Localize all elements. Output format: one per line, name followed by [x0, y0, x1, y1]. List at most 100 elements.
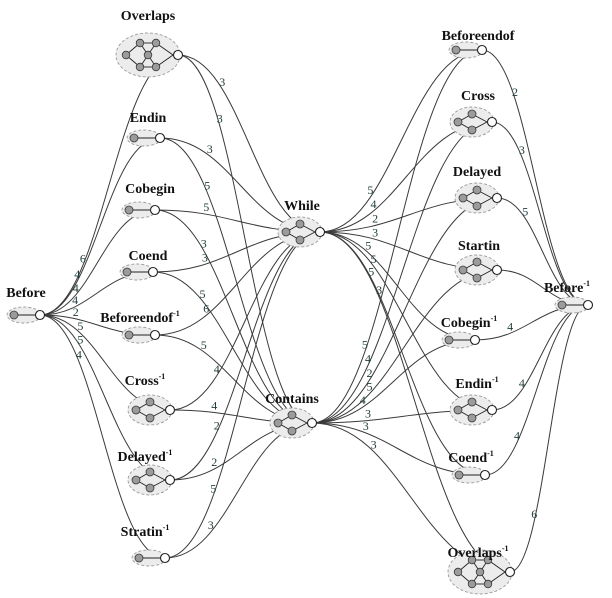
node-cobegin-inv: Cobegin-1 — [441, 314, 498, 349]
edge-label-while-to-startin: 3 — [372, 225, 378, 239]
edge-label-while-to-endin_inv: 5 — [371, 252, 377, 266]
edge-label-delayed-to-before_inv: 5 — [522, 205, 528, 219]
edge-coend_inv-to-before_inv — [484, 304, 589, 476]
edge-label-contains-to-delayed: 2 — [367, 366, 373, 380]
node-coend: Coend — [119, 249, 168, 281]
nodes-layer: OverlapsEndinCobeginCoendBeforeBeforeend… — [6, 9, 594, 595]
mini-graph-icon — [119, 263, 159, 281]
edge-label-cobegin-to-contains: 3 — [201, 237, 207, 251]
node-delayed-inv: Delayed-1 — [118, 448, 176, 496]
node-label: Coend-1 — [448, 449, 494, 466]
edge-label-contains-to-endin_inv: 3 — [365, 407, 371, 421]
node-label: Beforeendof-1 — [100, 309, 180, 326]
mini-graph-icon — [454, 182, 503, 214]
mini-graph-icon — [121, 201, 161, 219]
node-label: Beforeendof — [442, 29, 515, 44]
node-label: Before-1 — [544, 279, 590, 296]
node-label-superscript: -1 — [487, 449, 494, 458]
mini-graph-icon — [127, 464, 176, 496]
node-label-superscript: -1 — [492, 375, 499, 384]
node-label: Overlaps-1 — [447, 544, 508, 561]
mini-graph-icon — [447, 549, 516, 595]
edge-labels-layer: 6444255433355335654422535423555354254333… — [72, 75, 537, 532]
edge-delayed_inv-to-while — [169, 231, 321, 481]
edge-label-before-to-cross_inv: 5 — [77, 319, 83, 333]
edge-label-contains-to-cross: 4 — [365, 351, 371, 365]
edge-label-overlaps-to-while: 3 — [219, 75, 225, 89]
edge-label-while-to-beforeendof: 5 — [367, 183, 373, 197]
mini-graph-icon — [277, 216, 326, 248]
mini-graph-icon — [269, 407, 318, 439]
mini-graph-icon — [127, 394, 176, 426]
mini-graph-icon — [449, 106, 498, 138]
edge-beforeendof-to-before_inv — [481, 49, 589, 306]
edge-label-beforeendof_inv-to-while: 6 — [203, 301, 209, 315]
edge-label-delayed_inv-to-while: 2 — [214, 419, 220, 433]
edge-label-while-to-cobegin_inv: 5 — [365, 239, 371, 253]
edge-label-cobegin_inv-to-before_inv: 4 — [507, 319, 513, 333]
mini-graph-icon — [449, 394, 498, 426]
edge-label-contains-to-cobegin_inv: 4 — [360, 393, 366, 407]
node-overlaps: Overlaps — [115, 9, 184, 78]
edge-overlaps_inv-to-before_inv — [509, 304, 589, 573]
node-label: Cobegin — [125, 182, 175, 197]
edge-stratin_inv-to-while — [164, 231, 321, 559]
edge-cross_inv-to-while — [169, 231, 321, 411]
node-cross: Cross — [449, 89, 498, 138]
node-coend-inv: Coend-1 — [448, 449, 494, 484]
node-label: While — [284, 199, 320, 214]
mini-graph-icon — [454, 254, 503, 286]
node-label-superscript: -1 — [173, 309, 180, 318]
edge-label-before-to-stratin_inv: 4 — [76, 348, 82, 362]
edge-label-before-to-overlaps: 6 — [80, 251, 86, 265]
edge-label-cross_inv-to-contains: 4 — [211, 399, 217, 413]
node-label: Delayed-1 — [118, 448, 173, 465]
node-overlaps-inv: Overlaps-1 — [447, 544, 516, 595]
node-delayed: Delayed — [453, 165, 503, 214]
edge-label-coend_inv-to-before_inv: 4 — [514, 429, 520, 443]
edge-contains-to-beforeendof — [311, 49, 483, 424]
node-before-inv: Before-1 — [544, 279, 594, 314]
mini-graph-icon — [554, 296, 594, 314]
edge-label-contains-to-beforeendof: 5 — [362, 338, 368, 352]
node-endin: Endin — [126, 111, 167, 147]
edge-label-before-to-cobegin: 4 — [73, 281, 79, 295]
mini-graph-icon — [441, 331, 481, 349]
mini-graph-icon — [115, 32, 184, 78]
edge-cross-to-before_inv — [491, 121, 589, 306]
edge-label-coend-to-while: 3 — [202, 250, 208, 264]
node-stratin-inv: Stratin-1 — [121, 523, 171, 567]
node-endin-inv: Endin-1 — [449, 375, 499, 426]
edge-label-stratin_inv-to-contains: 3 — [208, 518, 214, 532]
mini-graph-icon — [448, 41, 488, 59]
edge-label-before-to-beforeendof_inv: 2 — [73, 305, 79, 319]
node-label: Contains — [265, 392, 319, 407]
edge-label-while-to-coend_inv: 5 — [368, 265, 374, 279]
node-label: Cross-1 — [125, 372, 166, 389]
edge-label-beforeendof-to-before_inv: 2 — [512, 85, 518, 99]
edge-label-endin-to-contains: 5 — [204, 179, 210, 193]
edge-label-overlaps_inv-to-before_inv: 6 — [531, 507, 537, 521]
edge-label-endin-to-while: 3 — [207, 142, 213, 156]
node-label: Cross — [461, 89, 496, 104]
edge-while-to-beforeendof — [319, 49, 483, 233]
node-label-superscript: -1 — [491, 314, 498, 323]
edge-label-while-to-cross: 4 — [371, 197, 377, 211]
edge-label-while-to-delayed: 2 — [372, 212, 378, 226]
edge-label-endin_inv-to-before_inv: 4 — [519, 376, 525, 390]
mini-graph-icon — [121, 326, 161, 344]
edge-label-beforeendof_inv-to-contains: 5 — [201, 338, 207, 352]
edge-label-coend-to-contains: 5 — [200, 287, 206, 301]
node-label: Coend — [129, 249, 168, 264]
edge-label-cross_inv-to-while: 4 — [214, 362, 220, 376]
node-label-superscript: -1 — [159, 372, 166, 381]
node-while: While — [277, 199, 326, 248]
edge-label-contains-to-coend_inv: 3 — [363, 419, 369, 433]
edge-before-to-stratin_inv — [39, 314, 166, 559]
edge-label-contains-to-overlaps_inv: 3 — [371, 438, 377, 452]
node-label-superscript: -1 — [502, 544, 509, 553]
edge-before-to-endin — [39, 137, 161, 316]
edge-label-before-to-coend: 4 — [72, 293, 78, 307]
node-startin: Startin — [454, 239, 503, 286]
